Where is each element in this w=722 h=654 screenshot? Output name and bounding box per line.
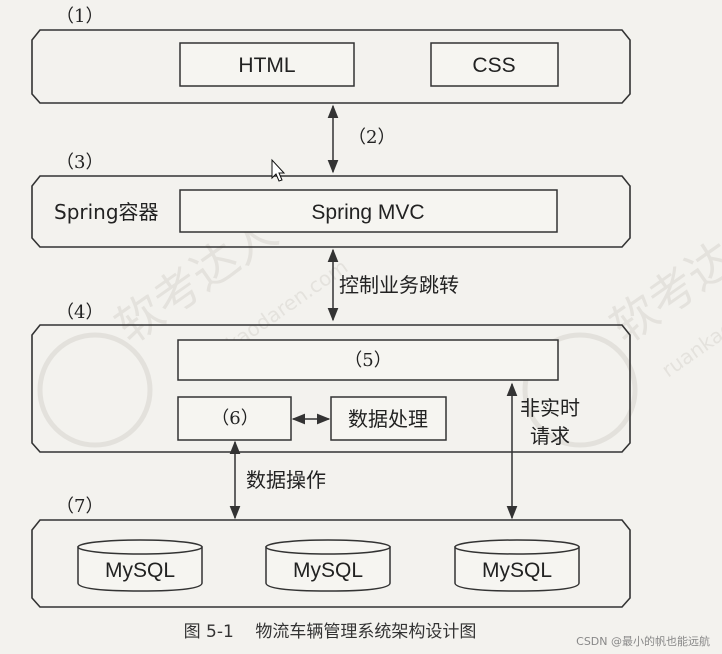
mysql-db-1-label: MySQL bbox=[105, 559, 175, 582]
data-processing-label: 数据处理 bbox=[348, 407, 428, 431]
layer-7: （7） MySQL MySQL MySQL bbox=[31, 496, 631, 608]
css-label: CSS bbox=[472, 54, 515, 77]
spring-mvc-box bbox=[179, 189, 558, 233]
layer-3-number: （3） bbox=[56, 152, 103, 173]
css-box bbox=[430, 42, 559, 87]
mysql-db-3: MySQL bbox=[454, 539, 580, 592]
non-realtime-connector: 非实时 请求 bbox=[506, 382, 580, 520]
layer-7-frame bbox=[31, 519, 631, 608]
box-6 bbox=[177, 396, 292, 441]
box-5 bbox=[177, 339, 559, 381]
mysql-db-3-label: MySQL bbox=[482, 559, 552, 582]
layer-4-number: （4） bbox=[56, 302, 103, 323]
box-5-label: （5） bbox=[344, 350, 391, 371]
mysql-db-2: MySQL bbox=[265, 539, 391, 592]
layer-1-number: （1） bbox=[56, 6, 103, 27]
watermark-logo-right bbox=[522, 332, 638, 448]
data-ops-connector: 数据操作 bbox=[229, 440, 326, 520]
connector-2-number: （2） bbox=[348, 127, 395, 148]
layer-4-frame bbox=[31, 324, 631, 453]
layer-1-frame bbox=[31, 29, 631, 104]
non-realtime-label-line2: 请求 bbox=[530, 424, 570, 448]
csdn-credit: CSDN @最小的帆也能远航 bbox=[576, 634, 710, 648]
spring-mvc-label: Spring MVC bbox=[311, 201, 424, 224]
watermark-logo-left bbox=[37, 332, 153, 448]
non-realtime-label-line1: 非实时 bbox=[520, 396, 580, 420]
layer-7-number: （7） bbox=[56, 496, 103, 517]
cursor-icon bbox=[271, 158, 286, 182]
html-box bbox=[179, 42, 355, 87]
figure-caption: 图 5-1 物流车辆管理系统架构设计图 bbox=[184, 622, 477, 642]
connector-control-label: 控制业务跳转 bbox=[339, 273, 459, 297]
mysql-db-2-label: MySQL bbox=[293, 559, 363, 582]
box-6-label: （6） bbox=[211, 408, 258, 429]
data-processing-box bbox=[330, 396, 447, 441]
layer-1: （1） HTML CSS bbox=[31, 6, 631, 104]
connector-2: （2） bbox=[327, 104, 395, 174]
layer-4: （4） （5） （6） 数据处理 bbox=[31, 302, 631, 453]
layer-3: （3） Spring容器 Spring MVC bbox=[31, 152, 631, 248]
connector-control: 控制业务跳转 bbox=[327, 248, 459, 322]
mysql-db-1: MySQL bbox=[77, 539, 203, 592]
data-ops-label: 数据操作 bbox=[246, 468, 326, 492]
layer-3-frame bbox=[31, 175, 631, 248]
html-label: HTML bbox=[238, 54, 295, 77]
spring-container-label: Spring容器 bbox=[54, 200, 159, 224]
